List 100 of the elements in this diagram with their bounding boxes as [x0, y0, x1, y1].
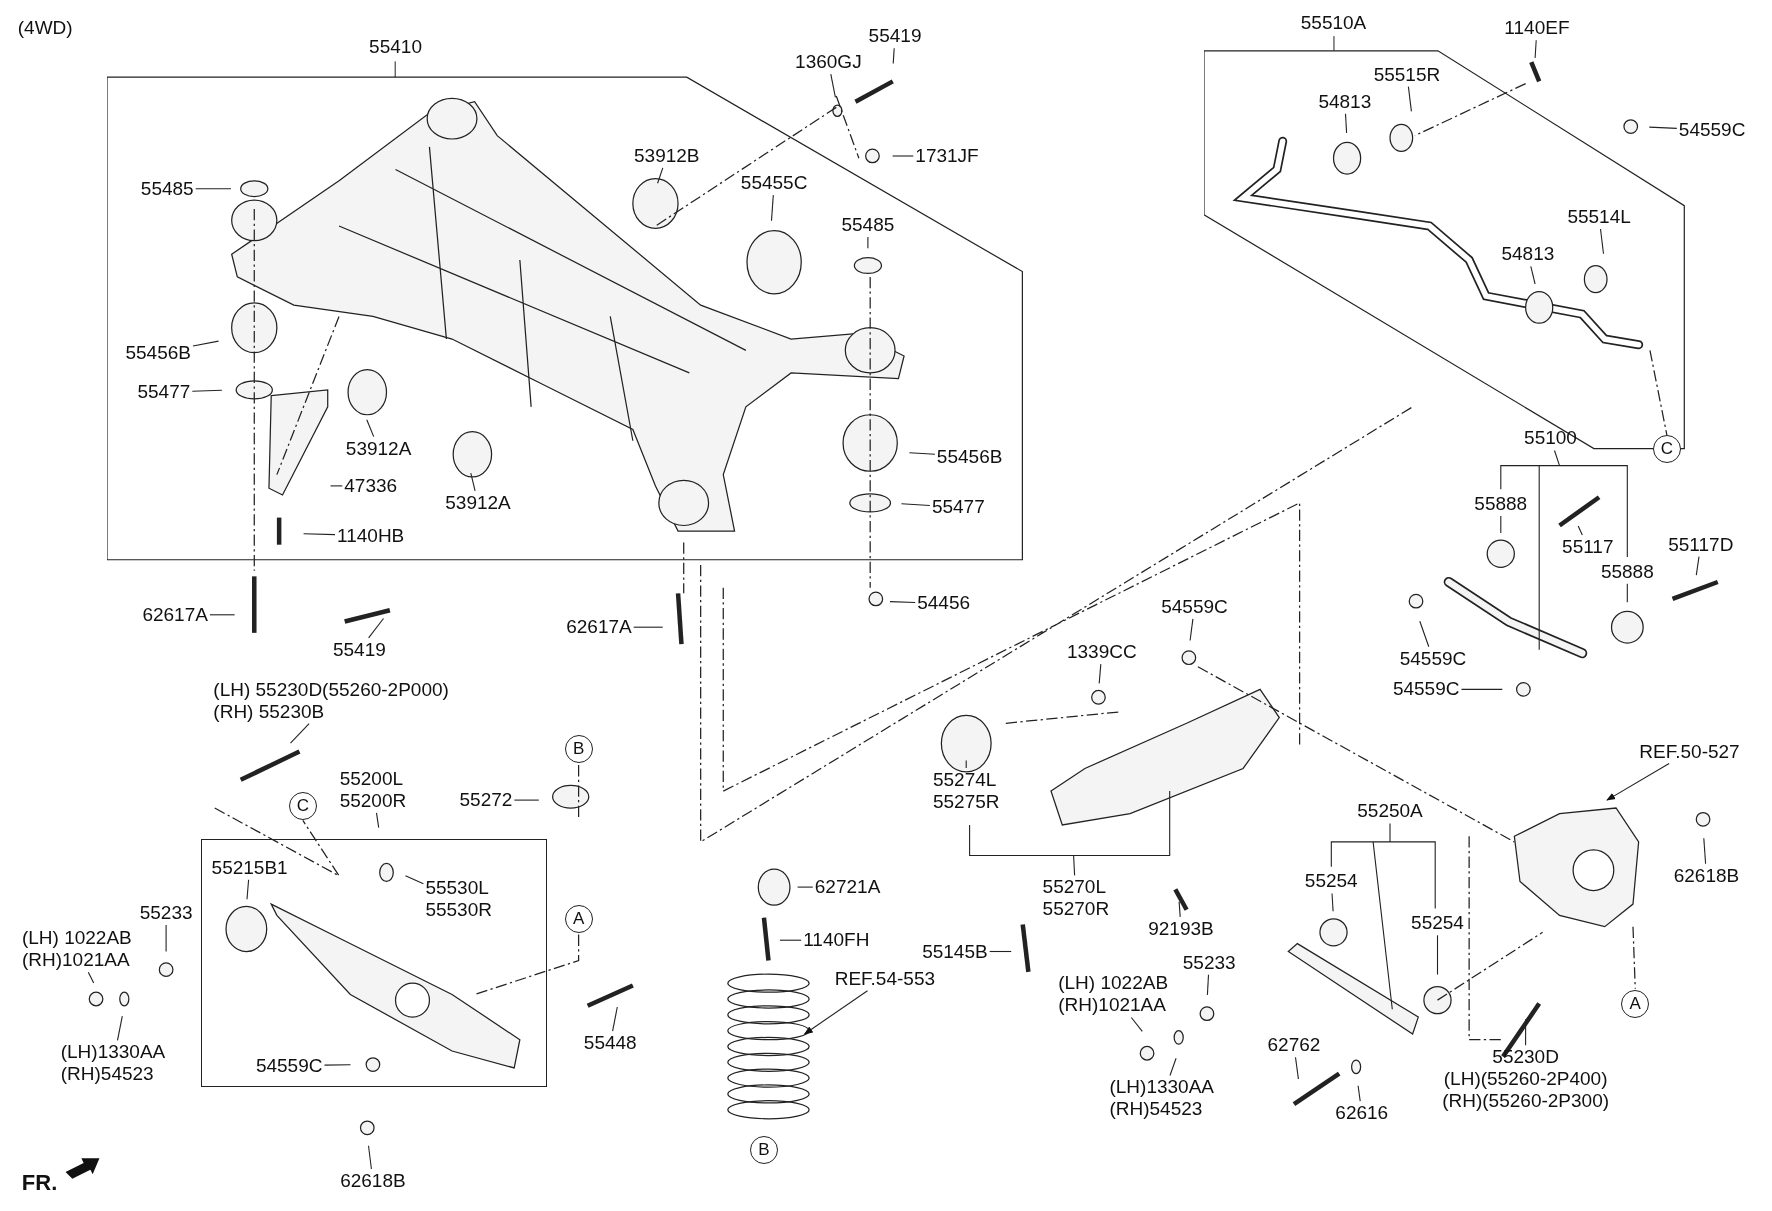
leader-line: [303, 533, 336, 536]
part-number: 55254: [1304, 870, 1358, 893]
part-number: 55455C: [740, 172, 808, 195]
part-number: 55200R: [339, 789, 407, 812]
leader-line: [1606, 762, 1670, 801]
part-number: 62617A: [566, 616, 632, 639]
part-number: (LH) 1022AB: [21, 927, 132, 950]
leader-line: [779, 939, 802, 941]
part-number: 1339CC: [1067, 641, 1137, 664]
part-number: (RH) 55230B: [213, 700, 326, 723]
part-number: 55200L: [339, 767, 405, 790]
leader-line: [192, 340, 220, 347]
part-number: 62762: [1267, 1034, 1321, 1057]
part-number: 55117D: [1668, 533, 1734, 556]
leader-line: [1344, 113, 1348, 134]
part-number: (RH)(55260-2P300): [1442, 1090, 1610, 1113]
part-number: 55270R: [1042, 898, 1110, 921]
part-number: 55448: [583, 1032, 637, 1055]
part-number: 55419: [332, 638, 386, 661]
leader-line: [892, 155, 914, 157]
part-number: 62618B: [1673, 864, 1740, 887]
bracket-leader: [1500, 449, 1628, 651]
leader-line: [1357, 1085, 1361, 1102]
part-number: 54813: [1501, 243, 1555, 266]
part-number: (LH) 1022AB: [1058, 972, 1169, 995]
part-number: 54559C: [1399, 647, 1467, 670]
leader-line: [1294, 1056, 1299, 1080]
part-number: 1140HB: [337, 524, 405, 547]
leader-line: [367, 1145, 372, 1170]
part-number: (RH)54523: [60, 1063, 155, 1086]
reference-marker: A: [564, 904, 593, 933]
leader-line: [323, 1064, 352, 1066]
leader-line: [116, 1015, 123, 1041]
leader-line: [892, 47, 895, 65]
part-number: 47336: [344, 474, 398, 497]
leader-line: [803, 990, 869, 1035]
leader-line: [1577, 525, 1583, 536]
bracket-leader: [969, 790, 1171, 876]
leader-line: [633, 626, 664, 628]
leader-line: [1130, 1016, 1143, 1032]
leader-line: [368, 617, 385, 639]
leader-line: [1626, 583, 1628, 603]
part-number: 55515R: [1373, 63, 1441, 86]
leader-line: [770, 194, 774, 222]
leader-line: [1648, 126, 1678, 129]
part-number: 55215B1: [211, 856, 288, 879]
variant-note: (4WD): [17, 17, 73, 40]
part-number: 55254: [1411, 912, 1464, 935]
leader-line: [375, 812, 380, 829]
part-number: 53912B: [634, 144, 700, 167]
leader-line: [1098, 663, 1102, 684]
leader-line: [900, 503, 931, 507]
part-number: 55250A: [1357, 800, 1423, 823]
part-number: 62721A: [814, 876, 881, 899]
part-number: 55477: [931, 496, 985, 519]
part-number: REF.50-527: [1639, 740, 1740, 763]
part-number: 55485: [841, 213, 895, 236]
part-number: 1360GJ: [795, 51, 862, 74]
leader-line: [195, 188, 232, 190]
part-number: 54559C: [1678, 118, 1746, 141]
leader-line: [1436, 934, 1439, 976]
reference-marker: B: [749, 1136, 778, 1165]
part-number: 54559C: [1161, 595, 1228, 618]
part-number: 55419: [868, 25, 922, 48]
leader-line: [908, 452, 936, 455]
reference-marker: B: [564, 735, 593, 764]
leader-line: [1169, 1057, 1177, 1077]
leader-line: [191, 389, 223, 392]
reference-marker: A: [1621, 989, 1650, 1018]
part-number: (LH)(55260-2P400): [1442, 1068, 1609, 1091]
part-number: (RH)1021AA: [21, 949, 131, 972]
group-frame: [201, 838, 547, 1087]
part-number: 55514L: [1567, 205, 1631, 228]
part-number: 55888: [1600, 560, 1654, 583]
part-number: 92193B: [1148, 917, 1214, 940]
leader-line: [1534, 39, 1537, 59]
part-number: 55456B: [936, 445, 1003, 468]
part-number: (LH)1330AA: [60, 1041, 166, 1064]
leader-line: [830, 73, 836, 98]
part-number: 55100: [1524, 427, 1577, 450]
leader-line: [1500, 515, 1502, 534]
part-number: 55230D: [1491, 1046, 1560, 1069]
part-number: 55145B: [922, 940, 988, 963]
part-number: 54456: [917, 592, 971, 615]
part-number: 55272: [459, 789, 513, 812]
part-number: 55888: [1474, 493, 1528, 515]
part-number: 55274L: [932, 769, 998, 792]
part-number: 55117: [1562, 535, 1614, 558]
leader-line: [1530, 265, 1536, 285]
leader-line: [612, 1006, 618, 1032]
assembly-number: 55510A: [1300, 11, 1367, 34]
part-number: 55233: [139, 902, 193, 925]
part-number: 54813: [1318, 90, 1372, 113]
part-number: 53912A: [345, 437, 412, 460]
leader-line: [965, 759, 967, 769]
leader-line: [366, 419, 375, 438]
part-number: (LH) 55230D(55260-2P000): [213, 678, 449, 701]
leader-line: [1206, 974, 1210, 996]
part-number: (RH)1021AA: [1058, 994, 1167, 1017]
part-number: 54559C: [255, 1054, 323, 1077]
